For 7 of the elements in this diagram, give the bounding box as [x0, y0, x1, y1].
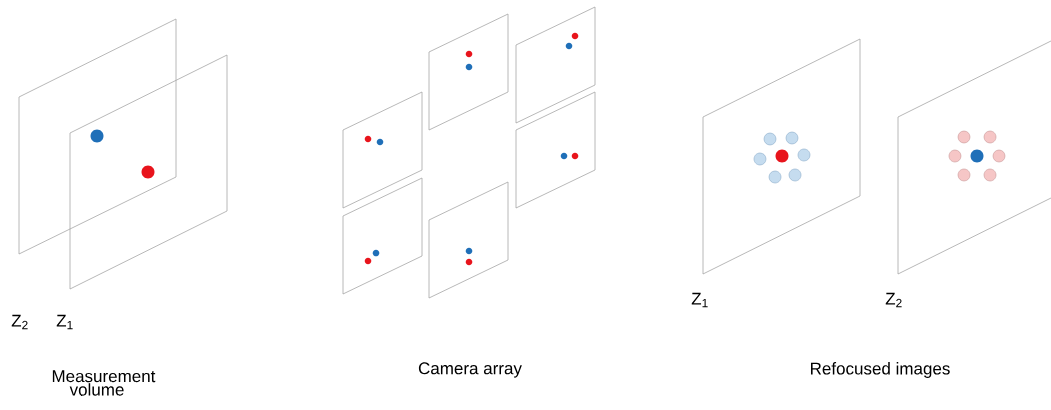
plane-label: Z$_{2}$ [11, 314, 28, 330]
plane-label: Z$_{1}$ [691, 292, 708, 308]
plane-label: Z$_{1}$ [56, 314, 73, 330]
panel-caption: Camera array [418, 362, 522, 378]
panel-caption: Measurement volume [52, 370, 156, 396]
panel-caption: Refocused images [811, 362, 950, 378]
plane-label: Z$_{2}$ [885, 292, 902, 308]
